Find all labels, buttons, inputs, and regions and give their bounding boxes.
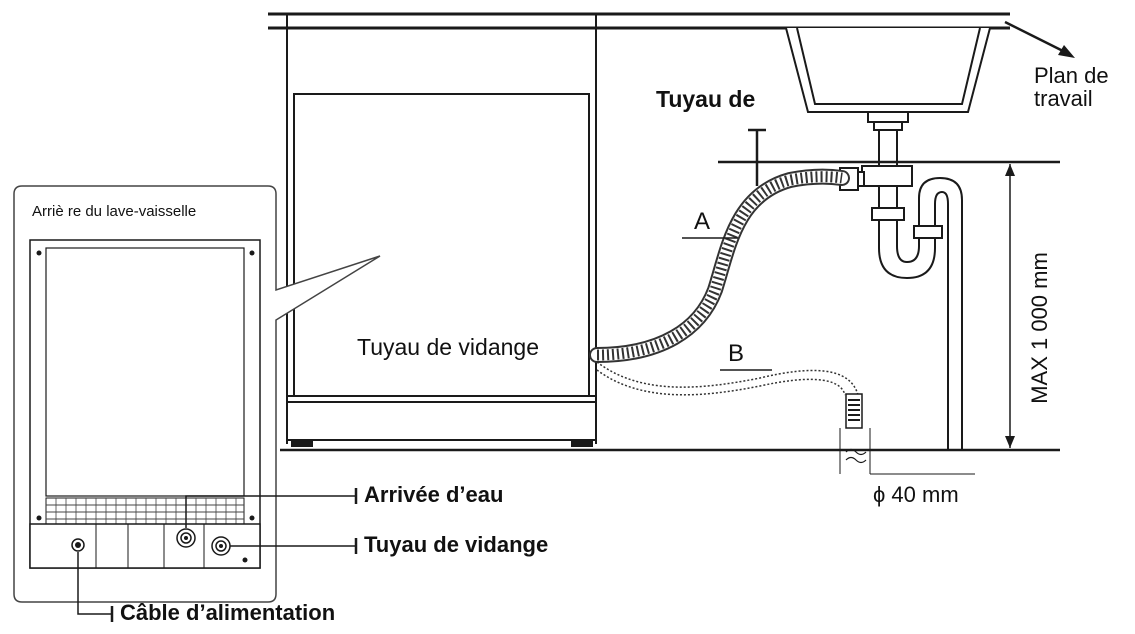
rear-panel-inset <box>13 185 381 603</box>
drain-hose-middle-label: Tuyau de vidange <box>357 334 540 360</box>
drain-hose-rear-label: Tuyau de vidange <box>364 532 549 557</box>
drain-hose-top-label: Tuyau de <box>656 86 756 112</box>
siphon-pipe <box>861 130 963 450</box>
worktop-label: Plan de travail <box>1034 63 1109 112</box>
power-cable-connector-icon <box>71 538 85 552</box>
max-height-dimension <box>1005 164 1015 448</box>
dishwasher-body <box>286 14 597 447</box>
leader-lines <box>77 488 358 622</box>
drain-hose-connector-icon <box>211 536 231 556</box>
worktop <box>268 12 1010 30</box>
point-b-label: B <box>728 340 745 367</box>
water-inlet-connector-icon <box>176 528 196 548</box>
standpipe <box>839 393 975 475</box>
power-cable-label: Câble d’alimentation <box>120 600 336 625</box>
diameter-label: ϕ 40 mm <box>873 482 959 507</box>
drain-hose-b <box>596 361 859 396</box>
hose-hanger <box>748 128 766 186</box>
rear-panel-title: Arriè re du lave-vaisselle <box>32 203 197 220</box>
worktop-arrow-icon <box>1004 20 1075 58</box>
sink <box>785 27 991 131</box>
water-inlet-label: Arrivée d’eau <box>364 482 504 507</box>
point-a-label: A <box>694 208 711 235</box>
drain-hose-a <box>589 168 850 363</box>
max-height-label: MAX 1 000 mm <box>1027 252 1052 404</box>
